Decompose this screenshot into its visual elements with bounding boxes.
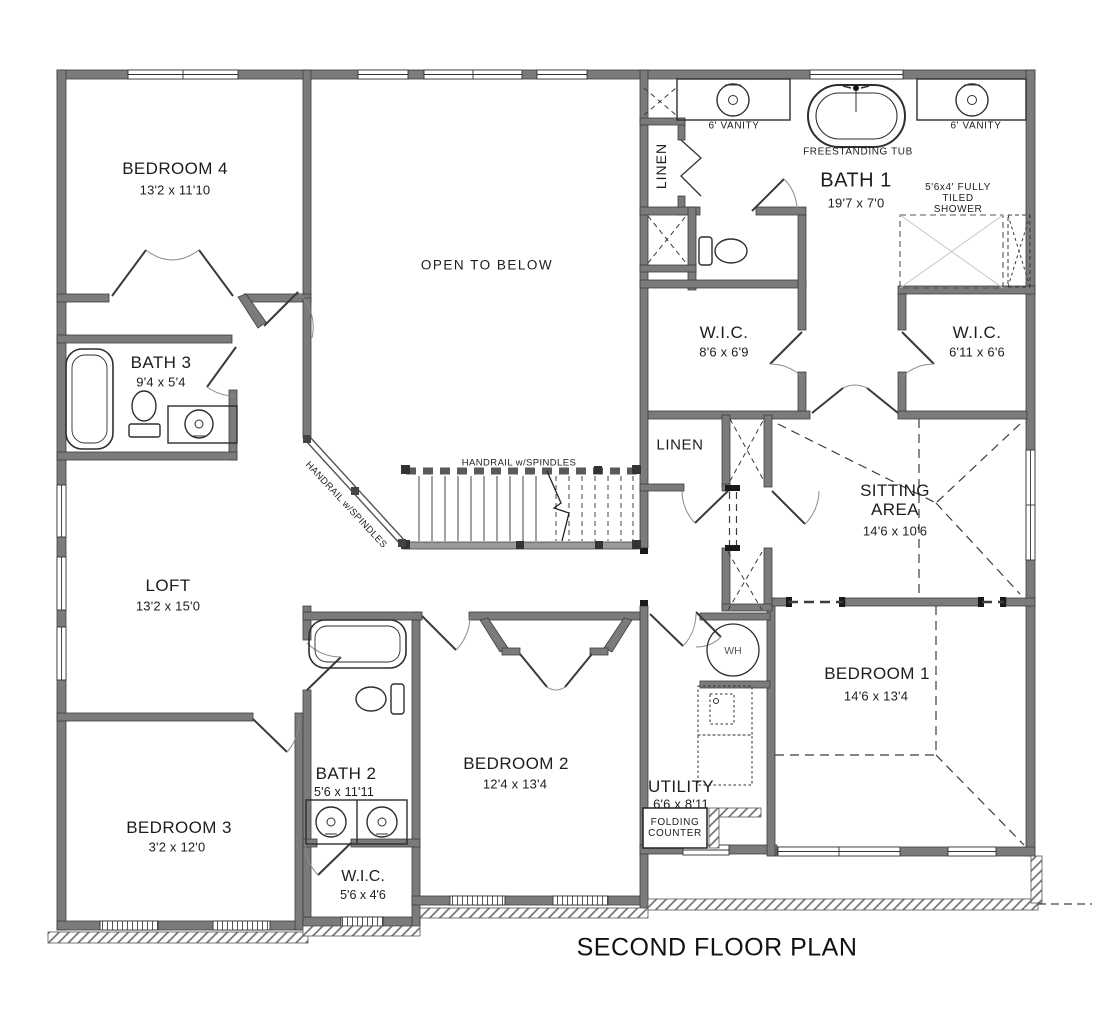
utility-name: UTILITY <box>647 777 715 796</box>
handrail-top-label: HANDRAIL w/SPINDLES <box>461 457 577 469</box>
tiled-shower <box>899 214 1004 289</box>
vanity-bath3 <box>167 405 238 444</box>
toilet-bath3 <box>128 390 161 438</box>
sitting-area-dims: 14'6 x 10'6 <box>862 523 928 539</box>
bath3-dims: 9'4 x 5'4 <box>136 374 186 390</box>
vanity-right-counter <box>916 78 1027 121</box>
tiled-shower-label: 5'6x4' FULLY TILED SHOWER <box>925 182 991 216</box>
bath2-dims: 5'6 x 11'11 <box>313 785 375 799</box>
loft-dims: 13'2 x 15'0 <box>135 598 201 614</box>
bath2-name: BATH 2 <box>315 764 377 783</box>
folding-counter-box <box>642 807 762 849</box>
closet-shelving <box>643 87 1031 611</box>
water-heater-label: WH <box>724 645 742 657</box>
vanity-right-label: 6' VANITY <box>950 120 1002 132</box>
bath3-name: BATH 3 <box>130 353 192 372</box>
plan-title: SECOND FLOOR PLAN <box>576 933 858 962</box>
bedroom3-name: BEDROOM 3 <box>126 818 232 837</box>
vanity-bath2 <box>305 799 408 845</box>
wic1-name: W.I.C. <box>699 323 749 342</box>
bedroom2-name: BEDROOM 2 <box>463 754 569 773</box>
bedroom3-dims: 3'2 x 12'0 <box>148 839 206 855</box>
loft-railing <box>303 435 407 547</box>
bedroom4-dims: 13'2 x 11'10 <box>139 182 211 198</box>
fixtures <box>65 78 1027 849</box>
loft-name: LOFT <box>145 576 191 595</box>
wic2-name: W.I.C. <box>952 323 1002 342</box>
bedroom4-name: BEDROOM 4 <box>122 159 228 178</box>
windows <box>56 69 1036 931</box>
tub-bath2 <box>308 619 407 669</box>
staircase <box>401 465 641 550</box>
roof-hatch <box>47 855 1043 944</box>
washer-dryer <box>697 685 753 786</box>
toilet-bath2 <box>355 683 405 715</box>
linen-lower-label: LINEN <box>656 436 704 454</box>
bath1-name: BATH 1 <box>820 169 892 192</box>
tub-bath3 <box>65 348 114 450</box>
water-heater-fixture <box>706 623 760 677</box>
wic1-dims: 8'6 x 6'9 <box>699 344 749 360</box>
bath1-dims: 19'7 x 7'0 <box>827 195 885 211</box>
toilet-bath1 <box>698 236 748 266</box>
vanity-left-counter <box>676 78 791 121</box>
folding-counter-label: FOLDING COUNTER <box>648 816 702 839</box>
utility-dims: 6'6 x 8'11 <box>653 796 709 812</box>
jambs <box>640 485 1006 607</box>
sitting-area-name: SITTING AREA <box>860 480 930 519</box>
open-to-below-label: OPEN TO BELOW <box>420 257 554 273</box>
linen-upper-label: LINEN <box>653 142 669 190</box>
ceiling-break-lines <box>728 419 1025 846</box>
wic2-dims: 6'11 x 6'6 <box>949 344 1005 360</box>
bedroom1-name: BEDROOM 1 <box>824 664 930 683</box>
bedroom1-dims: 14'6 x 13'4 <box>843 688 909 704</box>
bedroom2-dims: 12'4 x 13'4 <box>482 776 548 792</box>
freestanding-tub-label: FREESTANDING TUB <box>803 146 913 158</box>
vanity-left-label: 6' VANITY <box>708 120 760 132</box>
wic3-dims: 5'6 x 4'6 <box>340 888 386 902</box>
freestanding-tub-fixture <box>807 84 906 148</box>
doors <box>111 139 935 876</box>
wic3-name: W.I.C. <box>341 868 385 885</box>
